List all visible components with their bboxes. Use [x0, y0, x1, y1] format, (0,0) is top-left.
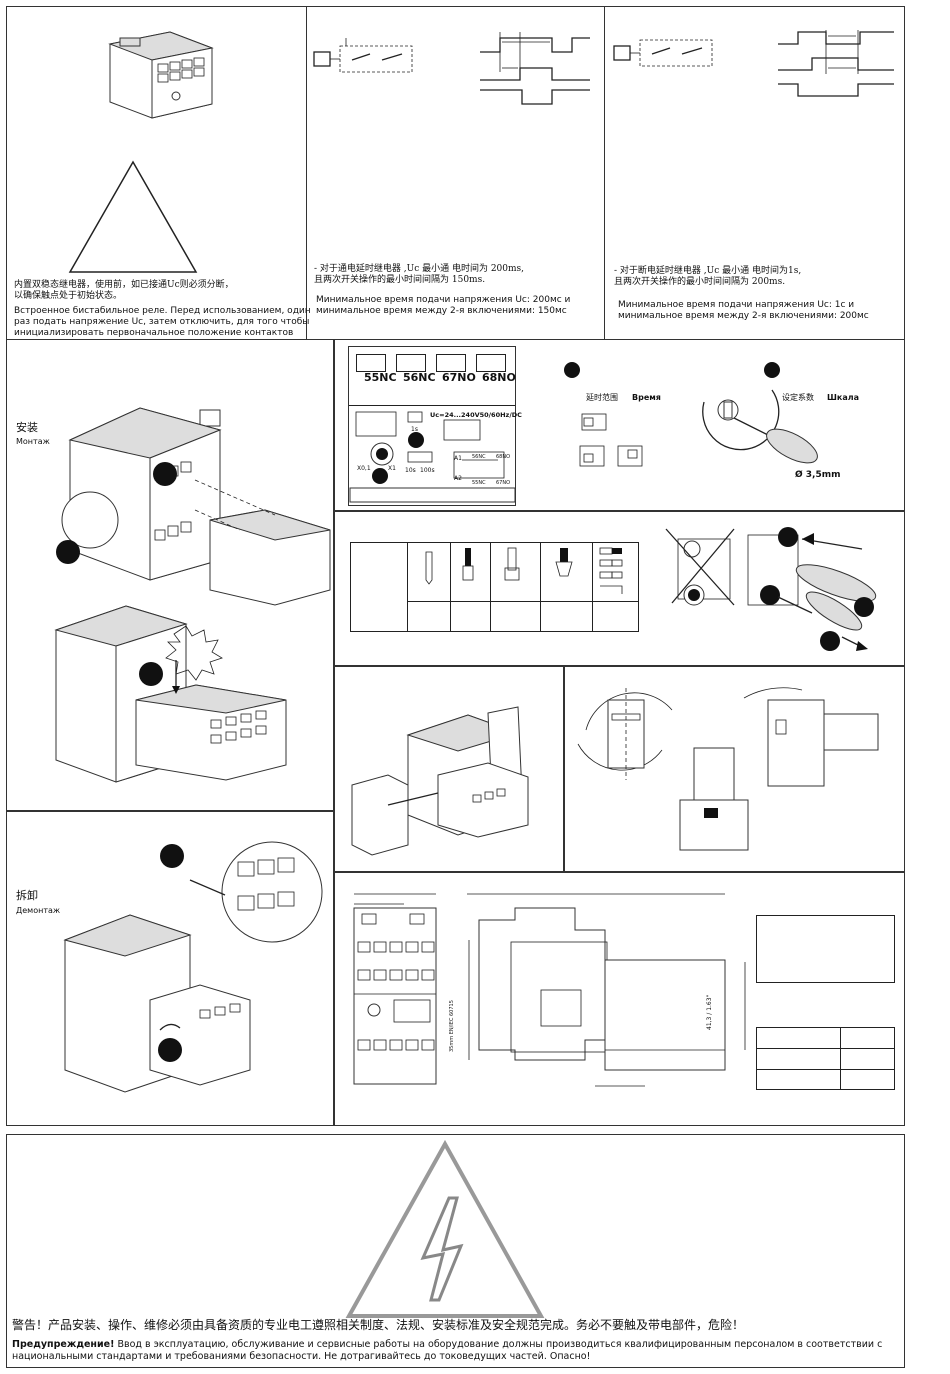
- contact-67no: 67NO: [442, 371, 476, 384]
- remove-illustration: [63, 841, 323, 1093]
- range-ru: Время: [632, 393, 661, 402]
- install-cn: 安装: [16, 421, 38, 434]
- on-delay-note-cn: - 对于通电延时继电器 ,Uc 最小通 电时间为 200ms, 且两次开关操作的…: [314, 264, 525, 285]
- spec-box: [756, 915, 895, 983]
- install-ru: Монтаж: [16, 437, 50, 446]
- off-delay-note-cn: - 对于断电延时继电器 ,Uc 最小通 电时间为1s, 且两次开关操作的最小时间…: [614, 266, 802, 287]
- middle-divider: [333, 339, 335, 1126]
- range-selector-icons: [579, 413, 643, 467]
- terminal-55nc: 55NC: [472, 480, 486, 486]
- range-cn: 延时范围: [586, 393, 618, 402]
- front-panel: [348, 346, 516, 506]
- dial-max: X1: [388, 465, 396, 472]
- install-remove-divider: [6, 810, 334, 812]
- bistable-note-ru: Встроенное бистабильное реле. Перед испо…: [14, 306, 311, 338]
- front-rule: [349, 405, 515, 406]
- divider-2: [333, 665, 905, 667]
- timer-module-illustration: [108, 31, 214, 119]
- warning-panel: [6, 1134, 905, 1368]
- remove-cn: 拆卸: [16, 889, 38, 902]
- on-delay-note-ru: Минимальное время подачи напряжения Uc: …: [316, 295, 571, 316]
- remove-ru: Демонтаж: [16, 906, 61, 915]
- warning-ru-title: Предупреждение!: [12, 1339, 115, 1350]
- screwdriver-adjust-illustration: [702, 389, 818, 464]
- scale-cn: 设定系数: [782, 393, 814, 402]
- middle-section: [6, 339, 905, 1126]
- dimension-front-view: [353, 893, 437, 1085]
- scale-ru: Шкала: [827, 393, 859, 402]
- off-delay-timing-diagram: [613, 30, 894, 97]
- warning-cn: 警告！产品安装、操作、维修必须由具备资质的专业电工遵照相关制度、法规、安装标准及…: [12, 1318, 745, 1332]
- range-100s: 100s: [420, 467, 435, 474]
- terminal-56nc: 56NC: [472, 454, 486, 460]
- divider-3: [563, 665, 565, 872]
- terminal-a1: A1: [454, 455, 462, 462]
- electric-hazard-icon: [345, 1139, 545, 1318]
- wire-table: [350, 542, 640, 632]
- install-step1-illustration: [56, 407, 331, 606]
- terminal-tool-illustration: [665, 527, 877, 651]
- install-step2-illustration: [54, 605, 287, 783]
- range-1s: 1s: [411, 426, 418, 433]
- contact-55nc: 55NC: [364, 371, 397, 384]
- dial-min: X0,1: [357, 465, 371, 472]
- setting-markers: [564, 362, 780, 378]
- front-panel-controls: [349, 411, 516, 503]
- caution-triangle-icon: [68, 160, 198, 273]
- dimension-side-view: [467, 893, 746, 1087]
- warning-ru: Предупреждение! Ввод в эксплуатацию, обс…: [12, 1339, 932, 1363]
- bistable-note-cn: 内置双稳态继电器，使用前，如已接通Uc则必须分断， 以确保触点处于初始状态。: [14, 280, 234, 301]
- terminal-a2: A2: [454, 475, 462, 482]
- mounting-alt-illustration: [351, 706, 529, 856]
- supply-label: Uc=24...240V50/60Hz/DC: [430, 411, 522, 419]
- range-10s: 10s: [405, 467, 416, 474]
- mounting-orientation-illustration: [577, 687, 879, 851]
- warning-ru-text: Ввод в эксплуатацию, обслуживание и серв…: [12, 1339, 883, 1362]
- terminal-67no: 67NO: [496, 480, 511, 486]
- terminal-68no: 68NO: [496, 454, 511, 460]
- on-delay-timing-diagram: [313, 32, 590, 105]
- divider-4: [333, 871, 905, 873]
- screwdriver-size: Ø 3,5mm: [795, 470, 841, 480]
- divider-1: [333, 510, 905, 512]
- front-panel-contacts: [352, 354, 514, 384]
- off-delay-note-ru: Минимальное время подачи напряжения Uc: …: [618, 300, 869, 321]
- din-rail-label: 35mm EN/IEC 60715: [449, 1000, 455, 1052]
- wire-type-icons: [425, 547, 623, 594]
- spec-table: [756, 1027, 895, 1090]
- dimension-label: 41,3 / 1.63": [706, 994, 713, 1030]
- contact-56nc: 56NC: [403, 371, 436, 384]
- contact-68no: 68NO: [482, 371, 516, 384]
